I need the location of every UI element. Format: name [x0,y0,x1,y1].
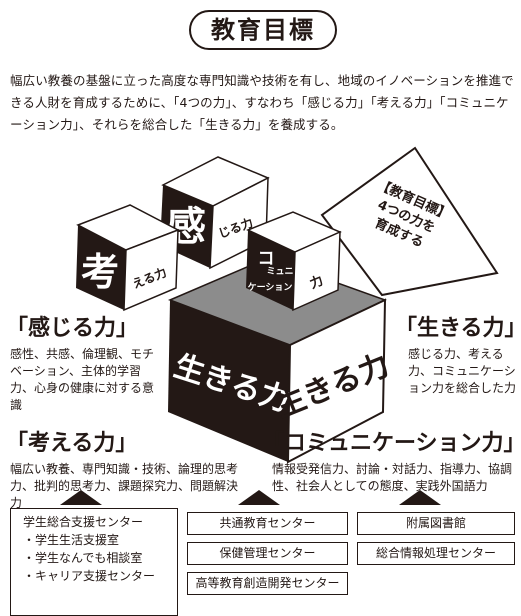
triangle-left [60,490,102,505]
ikiru-text: 感じる力、考える力、コミュニケーション力を総合した力 [408,347,517,395]
cube-kangaeru-big: 考 [81,250,119,294]
lid-flap [320,146,499,297]
student-support-item: ・学生なんでも相談室 [23,551,143,565]
student-support-center-title: 学生総合支援センター [23,515,144,529]
student-support-item: ・学生生活支援室 [23,533,120,547]
student-support-item: ・キャリア支援センター [23,569,156,583]
comm-title: 「コミュニケーション力」 [262,431,521,456]
kanjiru-title: 「感じる力」 [6,316,139,341]
ikiru-title: 「生きる力」 [395,316,521,341]
triangle-right [399,490,441,505]
kangaeru-title: 「考える力」 [6,431,138,456]
higher-education-center-box: 高等教育創造開発センター [187,572,348,595]
cube-kanjiru: 感 じる力 [160,156,270,270]
cube-kangaeru: 考 える力 [76,204,180,312]
cube-comm-small-3: 力 [307,272,325,292]
info-processing-center-box: 総合情報処理センター [357,542,515,565]
library-box: 附属図書館 [357,512,515,535]
cube-comm-small-1: ミュニ [266,266,293,277]
student-support-center-box: 学生総合支援センター ・学生生活支援室 ・学生なんでも相談室 ・キャリア支援セン… [10,508,178,616]
comm-text: 情報受発信力、討論・対話力、指導力、協調性、社会人としての態度、実践外国語力 [272,462,513,493]
triangle-middle [238,490,280,505]
cube-comm-big: コ [258,249,275,269]
kanjiru-text: 感性、共感、倫理観、モチベーション、主体的学習力、心身の健康に対する意識 [10,347,155,412]
cube-comm-small-2: ケーション [248,282,293,293]
health-center-box: 保健管理センター [187,542,348,565]
page-title: 教育目標 [189,10,337,50]
common-education-center-box: 共通教育センター [187,512,348,535]
kangaeru-text: 幅広い教養、専門知識・技術、論理的思考力、批判的思考力、課題探究力、問題解決力 [10,462,239,510]
cube-comm: コ ミュニ ケーション 力 [246,211,342,312]
intro-text: 幅広い教養の基盤に立った高度な専門知識や技術を有し、地域のイノベーションを推進で… [10,73,514,132]
